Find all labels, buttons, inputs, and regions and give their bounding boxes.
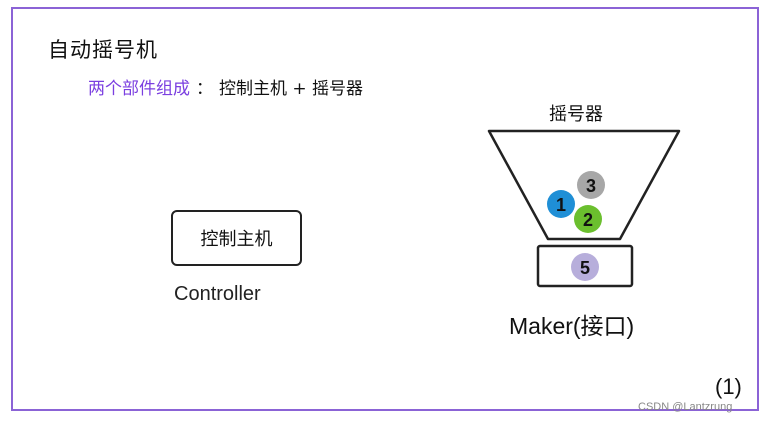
- ball-5-label: 5: [580, 258, 590, 278]
- subtitle-colon: ：: [196, 79, 213, 99]
- controller-caption: Controller: [174, 283, 261, 305]
- watermark: CSDN @Lantzrung: [638, 401, 733, 413]
- ball-3: 3: [577, 171, 605, 199]
- ball-2-label: 2: [583, 210, 593, 230]
- slide-subtitle: 两个部件组成 ： 控制主机 + 摇号器: [88, 74, 363, 99]
- hopper-diagram: 3 1 2 5: [487, 129, 681, 288]
- ball-2: 2: [574, 205, 602, 233]
- ball-5: 5: [571, 253, 599, 281]
- ball-1: 1: [547, 190, 575, 218]
- ball-1-label: 1: [556, 195, 566, 215]
- hopper-label: 摇号器: [549, 104, 603, 125]
- subtitle-lead: 两个部件组成: [88, 79, 190, 99]
- ball-5-circle: [571, 253, 599, 281]
- ball-3-label: 3: [586, 176, 596, 196]
- controller-box: 控制主机: [171, 210, 302, 266]
- page-number: (1): [715, 374, 742, 399]
- controller-box-label: 控制主机: [200, 229, 273, 250]
- ball-2-circle: [574, 205, 602, 233]
- maker-caption: Maker(接口): [509, 313, 635, 339]
- subtitle-components: 控制主机 + 摇号器: [219, 79, 364, 99]
- ball-3-circle: [577, 171, 605, 199]
- slide-title: 自动摇号机: [48, 38, 158, 62]
- ball-1-circle: [547, 190, 575, 218]
